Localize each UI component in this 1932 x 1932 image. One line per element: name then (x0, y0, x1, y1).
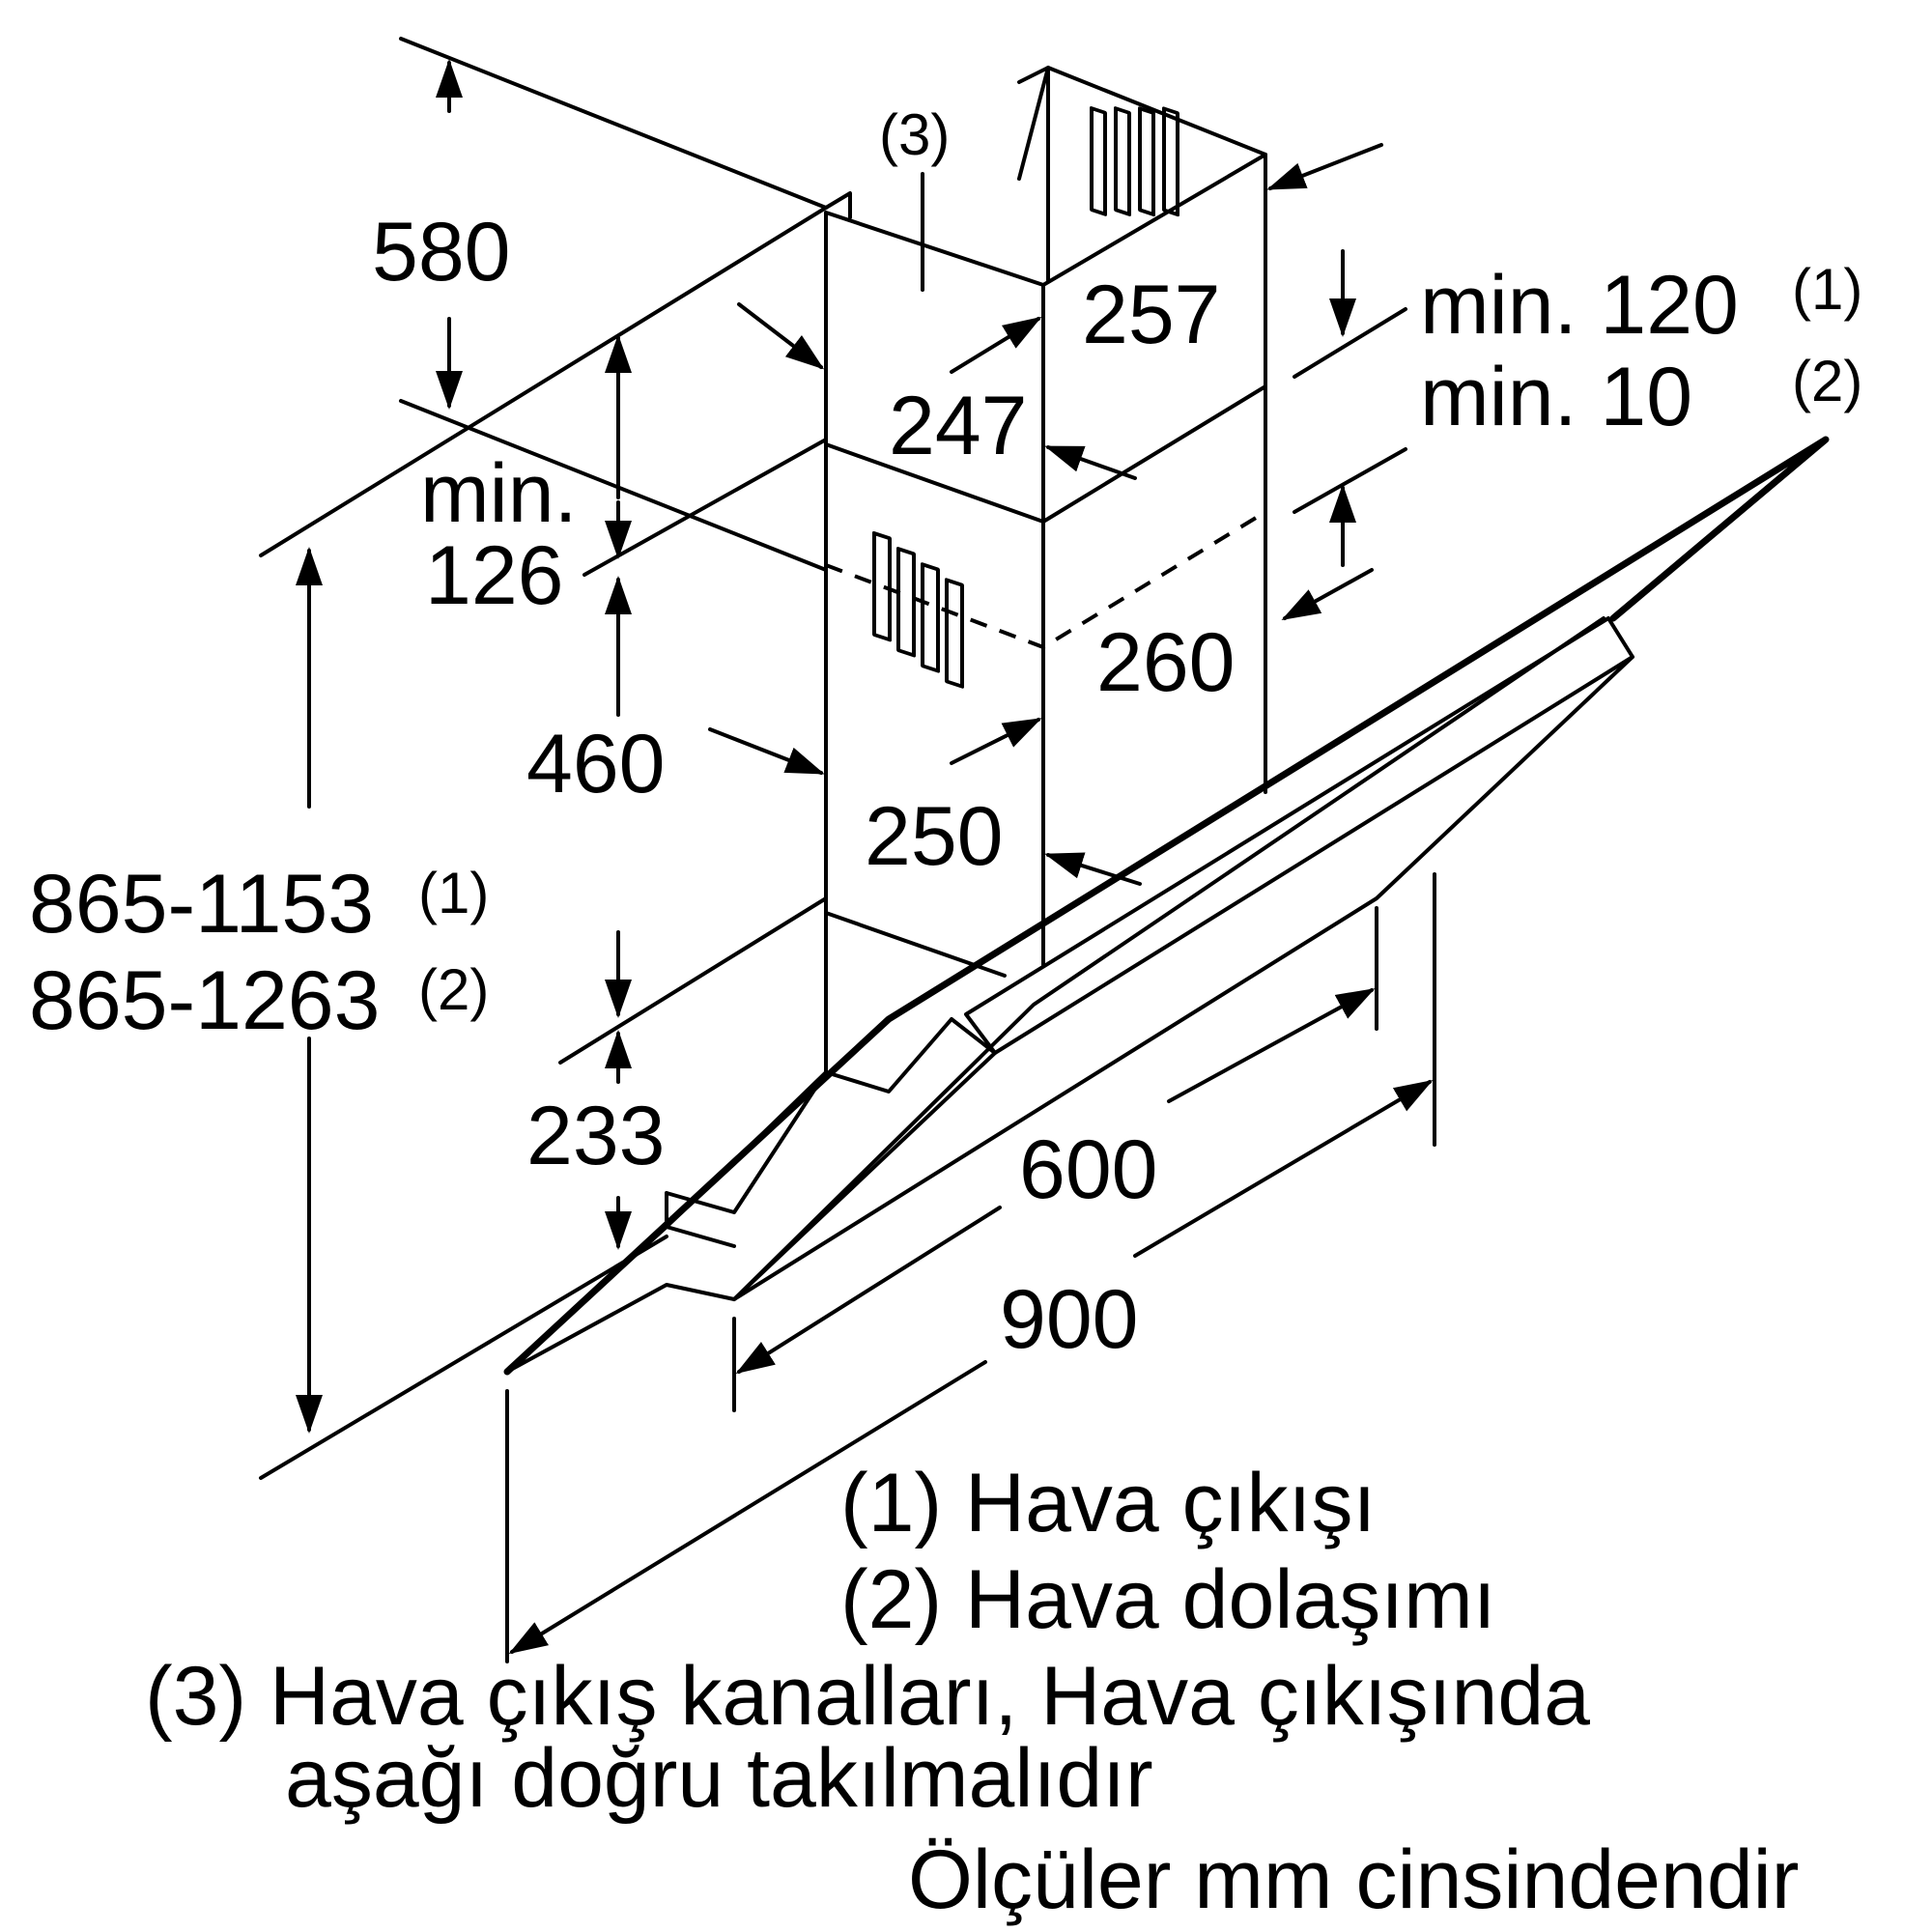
legend-item-2: (2) Hava dolaşımı (840, 1553, 1496, 1646)
hidden-edge (825, 510, 1267, 650)
label-min-126-line2: 126 (425, 529, 564, 622)
lower-chimney (824, 384, 1267, 1074)
label-height-range-1: 865-1153 (29, 858, 374, 951)
label-min-10-note: (2) (1792, 349, 1862, 413)
label-257: 257 (1082, 269, 1221, 361)
label-min-126-line1: min. (420, 447, 577, 540)
legend-item-3-line1: (3) Hava çıkış kanalları, Hava çıkışında (145, 1650, 1590, 1743)
label-247: 247 (889, 380, 1028, 472)
units-note: Ölçüler mm cinsindendir (908, 1833, 1799, 1926)
label-min-120-note: (1) (1792, 257, 1862, 322)
callout-3-label: (3) (879, 102, 950, 167)
legend: (1) Hava çıkışı (2) Hava dolaşımı (3) Ha… (145, 1457, 1799, 1926)
label-233: 233 (526, 1090, 666, 1182)
legend-item-3-line2: aşağı doğru takılmalıdır (285, 1732, 1153, 1825)
dimension-labels: 580 (3) 257 247 min. 126 260 460 250 233… (29, 102, 1862, 1366)
label-height-range-2-note: (2) (418, 957, 489, 1022)
label-260: 260 (1096, 616, 1236, 709)
label-min-10: min. 10 (1420, 351, 1692, 443)
label-460: 460 (526, 718, 666, 810)
dimension-arrows (296, 59, 1434, 1655)
label-580: 580 (372, 206, 511, 298)
label-height-range-2: 865-1263 (29, 954, 380, 1047)
label-height-range-1-note: (1) (418, 861, 489, 925)
vent-slots-side (1090, 106, 1179, 217)
label-900: 900 (1000, 1273, 1139, 1366)
upper-chimney (824, 66, 1267, 689)
glass-canopy (503, 436, 1830, 1376)
label-min-120: min. 120 (1420, 259, 1739, 352)
extension-lines (259, 37, 1436, 1663)
label-600: 600 (1019, 1123, 1158, 1216)
label-250: 250 (865, 790, 1004, 883)
legend-item-1: (1) Hava çıkışı (840, 1457, 1376, 1549)
hood-outline (503, 66, 1830, 1376)
